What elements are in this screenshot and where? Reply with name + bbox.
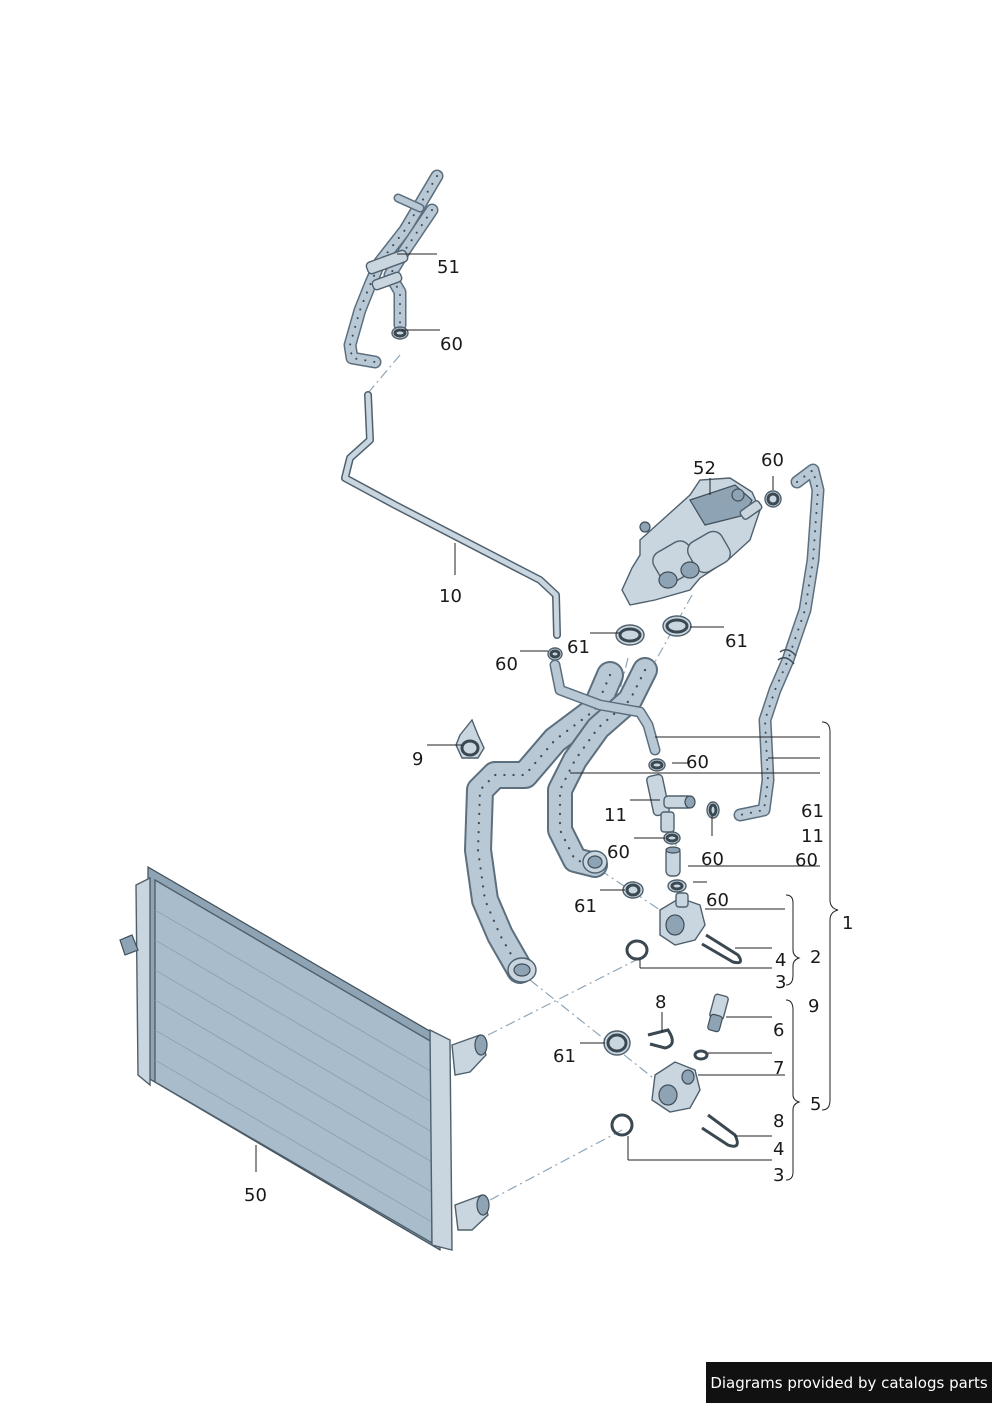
callout-60-pipe-end: 60 [495,654,518,675]
part-11-t-connector [646,773,696,833]
clamp-60-stub-bottom [667,879,687,893]
callout-60-stub-bottom: 60 [706,890,729,911]
callout-3-lower: 3 [773,1165,784,1186]
small-hose-branch [549,659,661,756]
clamp-60-pipe-end [547,647,563,661]
clamp-61-lower [622,881,644,899]
callout-60-t-top: 60 [686,752,709,773]
callout-4-upper: 4 [775,950,786,971]
callout-10: 10 [439,586,462,607]
callout-6: 6 [773,1020,784,1041]
part-50-radiator [119,865,490,1252]
callout-60-right-list: 60 [795,850,818,871]
callout-61-bottom: 61 [553,1046,576,1067]
callout-3-upper: 3 [775,972,786,993]
callout-8-upper: 8 [655,992,666,1013]
callout-60-stub: 60 [701,849,724,870]
clamp-60-t-top [648,758,666,772]
callout-4-lower: 4 [773,1139,784,1160]
o-ring-7 [693,1049,709,1061]
brackets [785,721,839,1181]
callout-9-group: 9 [808,996,819,1017]
callout-1: 1 [842,913,853,934]
clip-4-upper [701,933,743,965]
part-5-lower-connector [651,1061,701,1113]
part-51-hose-assembly [343,169,444,369]
clip-8-upper [647,1028,674,1050]
hose-stub [665,846,681,877]
callout-11-right-list: 11 [801,826,824,847]
callout-52: 52 [693,458,716,479]
clamp-61-bottom [603,1030,631,1056]
part-52-coolant-housing [621,477,763,606]
callout-60-top: 60 [440,334,463,355]
callout-61-lower: 61 [574,896,597,917]
clamp-61-right-pump [662,615,692,637]
callout-61-right-pump: 61 [725,631,748,652]
part-10-coolant-pipe [341,391,561,639]
main-hose-large [464,661,624,984]
part-2-upper-connector [659,892,706,946]
hose-right-long [733,463,825,822]
callout-8-lower: 8 [773,1111,784,1132]
callout-9-clamp: 9 [412,749,423,770]
clamp-9 [455,718,485,759]
part-6-sensor [707,993,729,1033]
clamp-60-t-right [706,801,720,819]
callout-51: 51 [437,257,460,278]
callout-60-pump: 60 [761,450,784,471]
clamp-60-top [391,326,409,340]
callout-11-t: 11 [604,805,627,826]
clip-4-lower [701,1113,739,1148]
o-ring-3-upper [625,939,649,961]
callout-labels: 51 60 52 60 10 61 61 60 9 60 11 61 11 60… [244,257,853,1206]
callout-50: 50 [244,1185,267,1206]
clamp-60-t-bottom [663,831,681,845]
callout-60-t-bottom: 60 [607,842,630,863]
callout-61-left-pump: 61 [567,637,590,658]
clamp-61-left-pump [615,624,645,646]
footer-credit: Diagrams provided by catalogs parts [706,1362,992,1403]
callout-61-right-list: 61 [801,801,824,822]
callout-7: 7 [773,1058,784,1079]
clamp-60-pump [764,490,782,508]
callout-2: 2 [810,947,821,968]
callout-5: 5 [810,1094,821,1115]
leader-lines [255,253,820,1172]
o-ring-3-lower [610,1113,634,1137]
